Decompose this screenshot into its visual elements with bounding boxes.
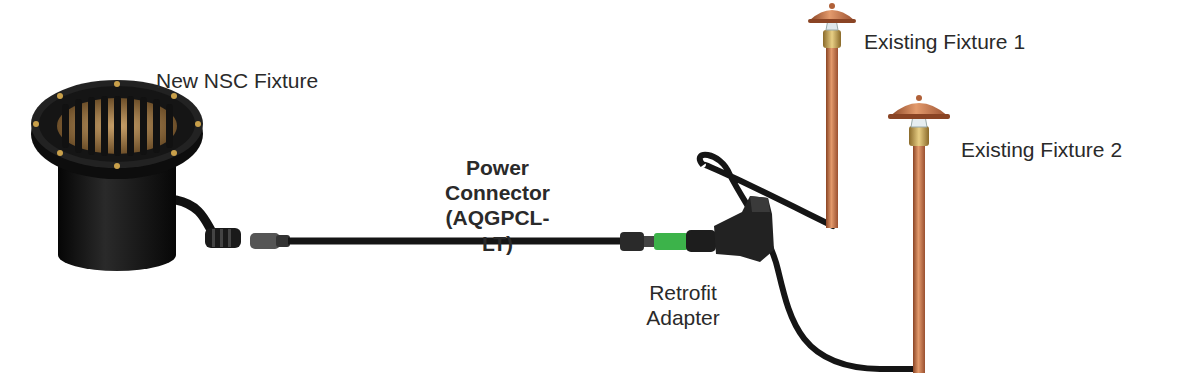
path-light xyxy=(888,95,950,373)
well-light xyxy=(31,80,241,271)
fixture-label: New NSC Fixture xyxy=(156,68,318,93)
fixture-label: Existing Fixture 1 xyxy=(864,29,1025,54)
fixture-label: Existing Fixture 2 xyxy=(961,137,1122,162)
retrofit-adapter xyxy=(620,196,774,262)
adapter-label: Retrofit Adapter xyxy=(636,280,730,330)
path-light xyxy=(808,3,856,228)
field-wire xyxy=(700,155,919,369)
cable-label: Power Connector (AQGPCL-LT) xyxy=(435,155,560,256)
power-connector-cable xyxy=(250,233,622,249)
